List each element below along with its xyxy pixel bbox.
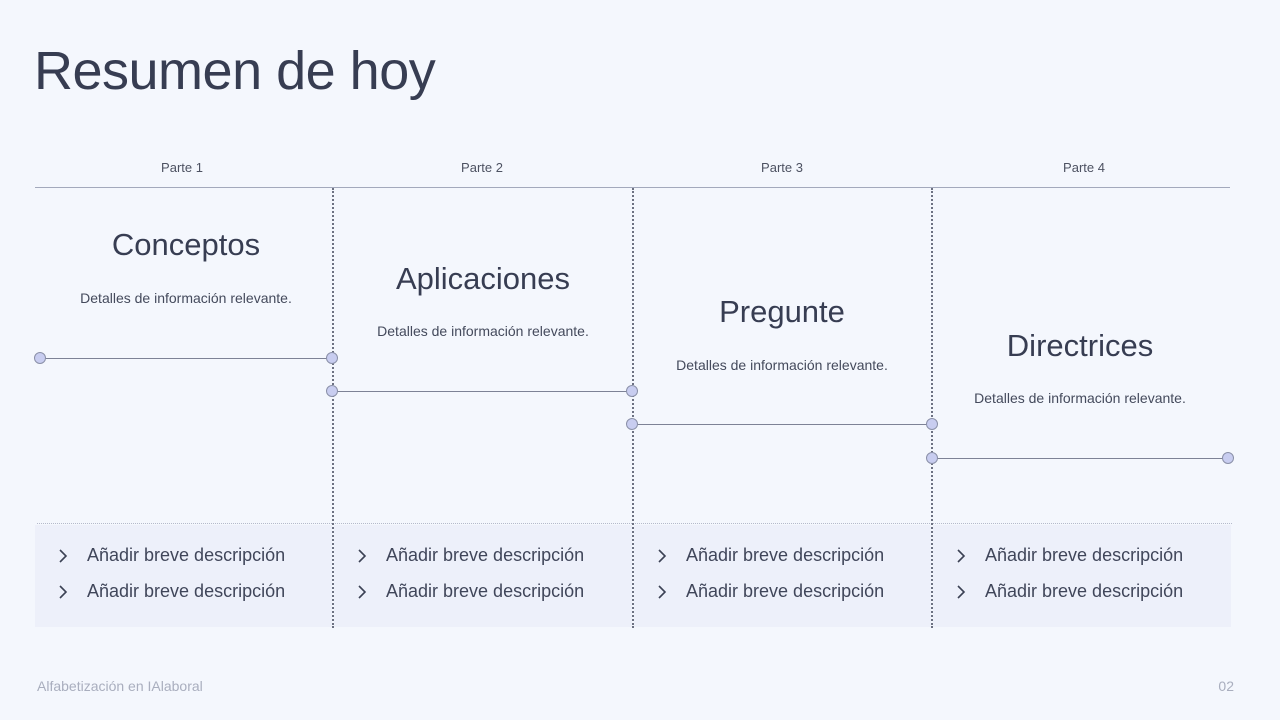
timeline-segment-4 bbox=[932, 458, 1228, 459]
part-3-label: Parte 3 bbox=[761, 160, 803, 175]
timeline-node bbox=[326, 385, 338, 397]
part-2-label: Parte 2 bbox=[461, 160, 503, 175]
part-3-bullet-box: Añadir breve descripción Añadir breve de… bbox=[634, 525, 931, 627]
page-number: 02 bbox=[1218, 678, 1234, 694]
footer-course-name: Alfabetización en IAlaboral bbox=[37, 678, 203, 694]
column-separator-2 bbox=[632, 188, 634, 628]
slide-title: Resumen de hoy bbox=[34, 41, 436, 101]
chevron-right-icon bbox=[656, 548, 672, 564]
part-1-label: Parte 1 bbox=[161, 160, 203, 175]
part-1-bullet-box: Añadir breve descripción Añadir breve de… bbox=[35, 525, 332, 627]
bullet-text: Añadir breve descripción bbox=[985, 545, 1184, 565]
chevron-right-icon bbox=[955, 584, 971, 600]
part-2-bullet-box: Añadir breve descripción Añadir breve de… bbox=[334, 525, 632, 627]
part-2-title: Aplicaciones bbox=[395, 261, 571, 296]
chevron-right-icon bbox=[656, 584, 672, 600]
bullet-text: Añadir breve descripción bbox=[985, 581, 1184, 601]
timeline-node bbox=[34, 352, 46, 364]
part-4-description: Detalles de información relevante. bbox=[974, 390, 1186, 406]
timeline-node bbox=[326, 352, 338, 364]
part-4-label: Parte 4 bbox=[1063, 160, 1105, 175]
chevron-right-icon bbox=[57, 584, 73, 600]
part-2-bullet-2: Añadir breve descripción bbox=[356, 581, 584, 602]
part-3-bullet-2: Añadir breve descripción bbox=[656, 581, 884, 602]
chevron-right-icon bbox=[356, 548, 372, 564]
timeline-node bbox=[926, 418, 938, 430]
timeline-node bbox=[926, 452, 938, 464]
part-3-title: Pregunte bbox=[719, 294, 845, 329]
part-3-description: Detalles de información relevante. bbox=[676, 357, 888, 373]
bullets-divider bbox=[37, 523, 1232, 524]
part-4-bullet-2: Añadir breve descripción bbox=[955, 581, 1183, 602]
chevron-right-icon bbox=[356, 584, 372, 600]
part-4-title: Directrices bbox=[1006, 328, 1154, 363]
part-4-bullet-box: Añadir breve descripción Añadir breve de… bbox=[933, 525, 1231, 627]
part-2-description: Detalles de información relevante. bbox=[377, 323, 589, 339]
timeline-segment-3 bbox=[632, 424, 932, 425]
bullet-text: Añadir breve descripción bbox=[386, 581, 585, 601]
header-divider bbox=[35, 187, 1230, 188]
part-1-bullet-1: Añadir breve descripción bbox=[57, 545, 285, 566]
part-1-description: Detalles de información relevante. bbox=[80, 290, 292, 306]
bullet-text: Añadir breve descripción bbox=[686, 545, 885, 565]
bullet-text: Añadir breve descripción bbox=[87, 581, 286, 601]
timeline-segment-2 bbox=[332, 391, 632, 392]
part-3-bullet-1: Añadir breve descripción bbox=[656, 545, 884, 566]
column-separator-1 bbox=[332, 188, 334, 628]
timeline-node bbox=[626, 385, 638, 397]
bullet-text: Añadir breve descripción bbox=[87, 545, 286, 565]
part-1-bullet-2: Añadir breve descripción bbox=[57, 581, 285, 602]
part-2-bullet-1: Añadir breve descripción bbox=[356, 545, 584, 566]
chevron-right-icon bbox=[57, 548, 73, 564]
timeline-node bbox=[626, 418, 638, 430]
bullet-text: Añadir breve descripción bbox=[686, 581, 885, 601]
part-4-bullet-1: Añadir breve descripción bbox=[955, 545, 1183, 566]
bullet-text: Añadir breve descripción bbox=[386, 545, 585, 565]
column-separator-3 bbox=[931, 188, 933, 628]
part-1-title: Conceptos bbox=[111, 227, 261, 262]
chevron-right-icon bbox=[955, 548, 971, 564]
timeline-node bbox=[1222, 452, 1234, 464]
timeline-segment-1 bbox=[40, 358, 332, 359]
